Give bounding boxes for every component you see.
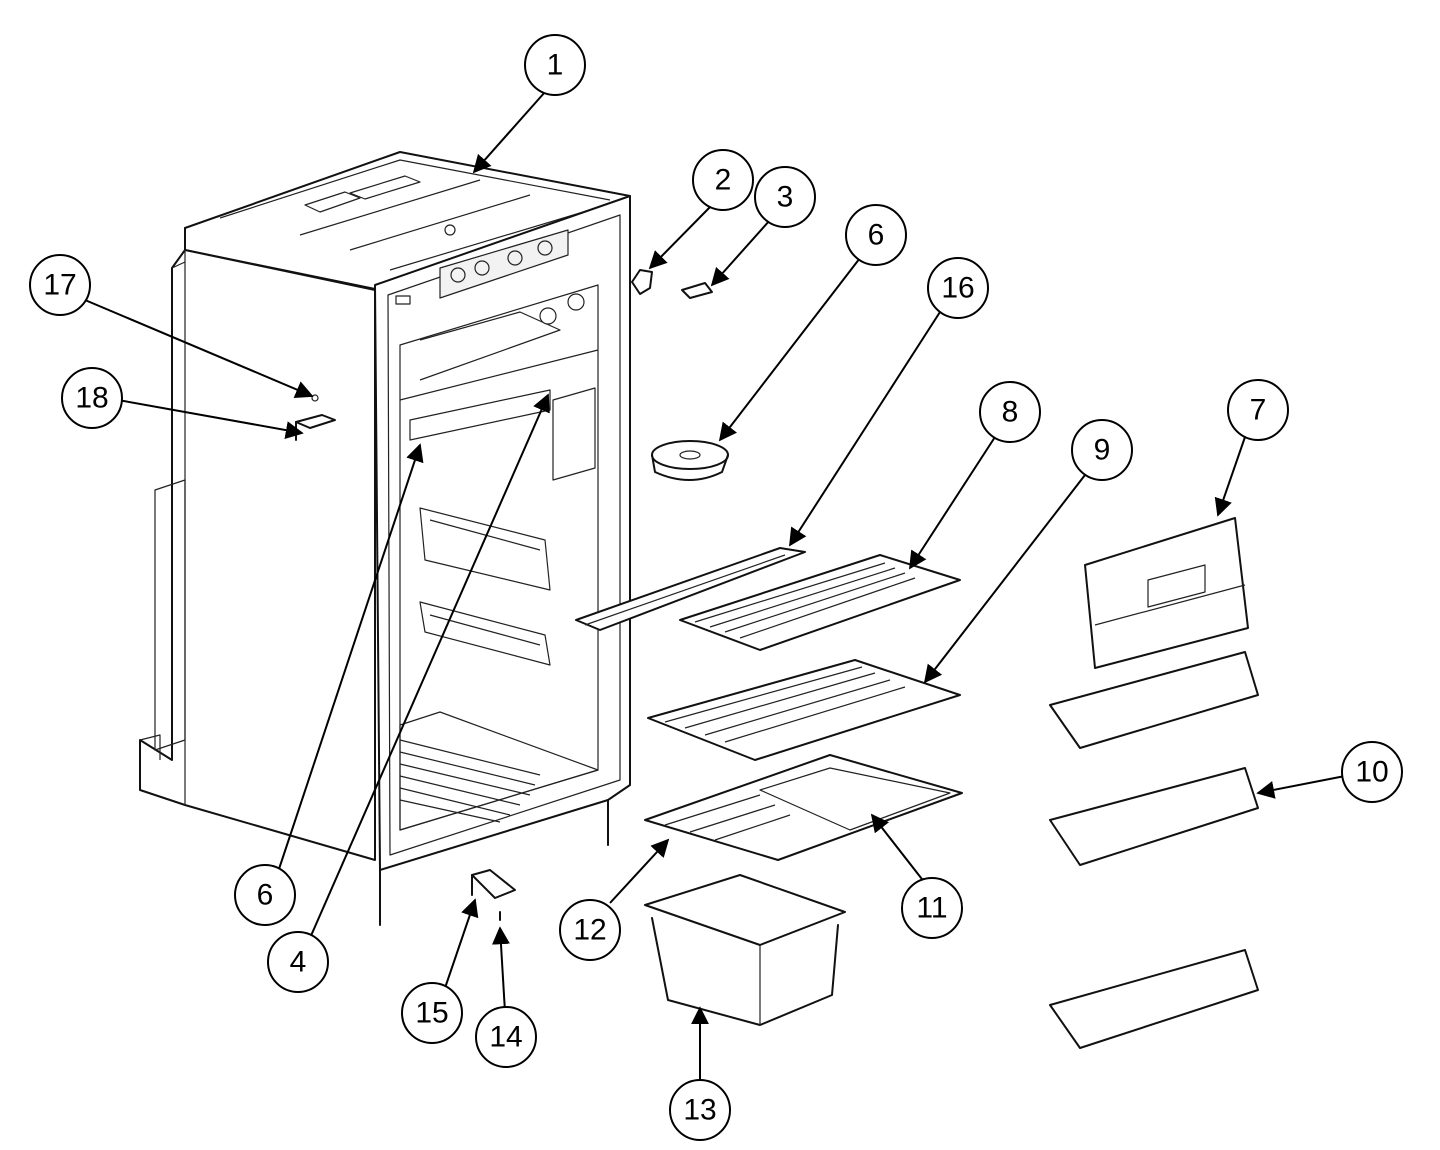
callout-4: 4 [267,931,329,993]
callout-label: 8 [1002,396,1019,429]
door-bin-top [1049,651,1259,749]
door-bin-middle-10 [1049,767,1259,866]
callout-label: 16 [941,272,974,305]
hinge-part-15 [471,869,516,921]
shelf-with-glass-11-12 [644,754,963,861]
callout-6-left: 6 [234,864,296,926]
callout-2: 2 [692,149,754,211]
callout-label: 1 [547,49,564,82]
callout-label: 12 [573,914,606,947]
callout-13: 13 [669,1079,731,1141]
crisper-bin-13 [644,874,846,1026]
wire-shelf-9 [647,659,961,761]
callout-16: 16 [927,257,989,319]
callout-18: 18 [61,367,123,429]
fan-part-6 [651,440,729,481]
callout-12: 12 [559,899,621,961]
door-bin-bottom [1049,949,1259,1049]
wire-shelf-8 [679,554,961,651]
leader-lines [84,91,1346,1083]
callout-label: 9 [1094,434,1111,467]
callout-label: 2 [715,164,732,197]
callout-11: 11 [901,877,963,939]
callout-label: 17 [43,269,76,302]
callout-3: 3 [754,166,816,228]
callout-17: 17 [29,254,91,316]
callout-6-fan: 6 [845,204,907,266]
callout-label: 6 [868,219,885,252]
callout-label: 18 [75,382,108,415]
callout-label: 14 [489,1021,522,1054]
callout-label: 13 [683,1094,716,1127]
callout-10: 10 [1341,741,1403,803]
callout-14: 14 [475,1006,537,1068]
knob-part-2 [631,269,653,295]
door-panel-7 [1084,517,1249,669]
callout-label: 15 [415,997,448,1030]
callout-8: 8 [979,381,1041,443]
callout-label: 10 [1355,756,1388,789]
callout-label: 11 [916,892,947,925]
callout-label: 4 [290,946,307,979]
callout-9: 9 [1071,419,1133,481]
callout-7: 7 [1227,379,1289,441]
refrigerator-cabinet [139,151,631,926]
callout-label: 7 [1250,394,1267,427]
clip-part-3 [681,282,713,299]
callout-label: 3 [777,181,794,214]
door-shelf-rail-16 [575,547,806,631]
callout-label: 6 [257,879,274,912]
callout-1: 1 [524,34,586,96]
callout-15: 15 [401,982,463,1044]
